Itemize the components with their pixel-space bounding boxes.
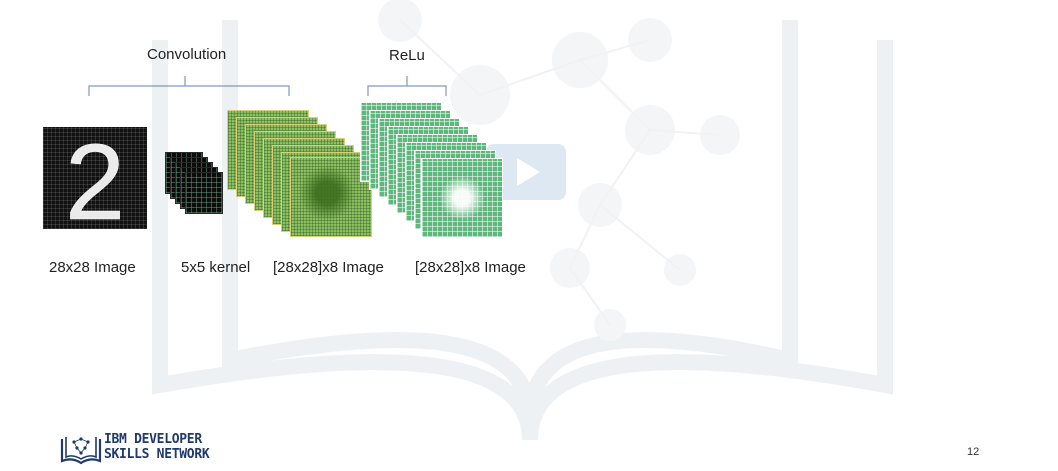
logo-text: IBM DEVELOPER SKILLS NETWORK xyxy=(104,432,210,462)
relu-output-caption: [28x28]x8 Image xyxy=(415,259,526,276)
kernel-caption: 5x5 kernel xyxy=(181,259,251,276)
slide-number: 12 xyxy=(967,446,980,458)
conv-output-caption: [28x28]x8 Image xyxy=(273,259,384,276)
relu-feature-map xyxy=(421,158,503,238)
logo-line-2: SKILLS NETWORK xyxy=(104,447,210,462)
book-network-icon xyxy=(60,437,102,465)
digit-glyph: 2 xyxy=(65,127,125,229)
video-play-button[interactable] xyxy=(486,144,566,200)
convolution-heading: Convolution xyxy=(147,46,227,63)
kernel-layer xyxy=(185,172,223,214)
relu-bracket xyxy=(367,76,447,96)
convolution-bracket xyxy=(88,76,290,96)
ibm-developer-skills-network-logo: IBM DEVELOPER SKILLS NETWORK xyxy=(60,432,230,466)
input-digit-image: 2 xyxy=(43,127,147,229)
relu-heading: ReLu xyxy=(389,47,425,64)
play-icon xyxy=(517,158,540,186)
input-image-caption: 28x28 Image xyxy=(49,259,136,276)
conv-feature-map xyxy=(290,157,372,237)
logo-line-1: IBM DEVELOPER xyxy=(104,432,202,447)
